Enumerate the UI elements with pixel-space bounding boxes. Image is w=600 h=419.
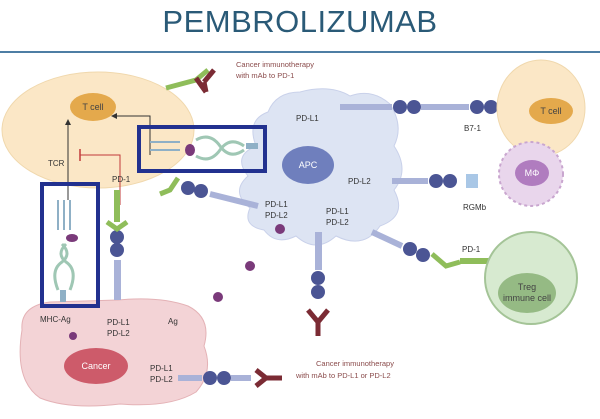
diagram-title: PEMBROLIZUMAB xyxy=(162,4,438,39)
caption-bottom-line2: with mAb to PD-L1 or PD-L2 xyxy=(295,371,391,380)
pdl2-cancer-low-label: PD-L2 xyxy=(150,375,173,384)
antibody-pdl-icon xyxy=(254,368,282,388)
apc-vesicle xyxy=(275,224,285,234)
pd1-tcell-label: PD-1 xyxy=(112,175,131,184)
apc-pdl1-to-b71 xyxy=(340,100,498,114)
apc-pdl2-to-rgmb xyxy=(392,174,478,188)
mhc-ag-label: MHC-Ag xyxy=(40,315,71,324)
rgmb-label: RGMb xyxy=(463,203,487,212)
cancer-label: Cancer xyxy=(81,361,110,371)
vesicle-1 xyxy=(245,261,255,271)
pdl1-apc-left-label: PD-L1 xyxy=(265,200,288,209)
apc-pdl-to-treg xyxy=(370,229,490,269)
macrophage-label: MΦ xyxy=(525,168,540,178)
cancer-pdl-to-antibody xyxy=(178,371,251,385)
pdl2-apc-left-label: PD-L2 xyxy=(265,211,288,220)
pdl1-cancer-up-label: PD-L1 xyxy=(107,318,130,327)
pd1-inhibit-line xyxy=(80,154,121,205)
pdl1-apc-mid-label: PD-L1 xyxy=(326,207,349,216)
pd1-treg-label: PD-1 xyxy=(462,245,481,254)
pdl1-cancer-low-label: PD-L1 xyxy=(150,364,173,373)
t-cell-right-label: T cell xyxy=(540,106,561,116)
pdl2-cancer-up-label: PD-L2 xyxy=(107,329,130,338)
b71-label: B7-1 xyxy=(464,124,481,133)
apc-pdl-to-tcell xyxy=(159,176,259,209)
vesicle-2 xyxy=(213,292,223,302)
caption-top-line2: with mAb to PD-1 xyxy=(235,71,294,80)
t-cell-right-nucleus xyxy=(529,98,573,124)
macrophage-nucleus xyxy=(515,160,549,186)
treg-nucleus xyxy=(498,273,556,313)
antibody-down-icon xyxy=(306,308,330,336)
pdl2-apc-right-label: PD-L2 xyxy=(348,177,371,186)
antibody-pd1-group xyxy=(165,68,216,94)
highlight-box-horizontal xyxy=(137,125,267,173)
vesicle-3 xyxy=(69,332,77,340)
pdl2-apc-mid-label: PD-L2 xyxy=(326,218,349,227)
caption-bottom-line1: Cancer immunotherapy xyxy=(316,359,394,368)
cancer-pd1-pdl1-pair xyxy=(105,190,129,300)
t-cell-main-nucleus xyxy=(70,93,116,121)
caption-top-line1: Cancer immunotherapy xyxy=(236,60,314,69)
treg-label-line2: immune cell xyxy=(503,293,551,303)
ag-label: Ag xyxy=(168,317,178,326)
apc-nucleus xyxy=(282,146,334,184)
pdl1-apc-top-label: PD-L1 xyxy=(296,114,319,123)
tcr-label: TCR xyxy=(48,159,65,168)
title-underline xyxy=(0,51,600,53)
cancer-nucleus xyxy=(64,348,128,384)
t-cell-main-label: T cell xyxy=(82,102,103,112)
apc-pdl-down-chain xyxy=(311,232,325,299)
apc-label: APC xyxy=(299,160,318,170)
treg-label-line1: Treg xyxy=(518,282,536,292)
mhc-tcr-complex xyxy=(53,200,78,302)
apc-tcr-complex xyxy=(150,135,258,161)
highlight-box-vertical xyxy=(40,182,100,308)
